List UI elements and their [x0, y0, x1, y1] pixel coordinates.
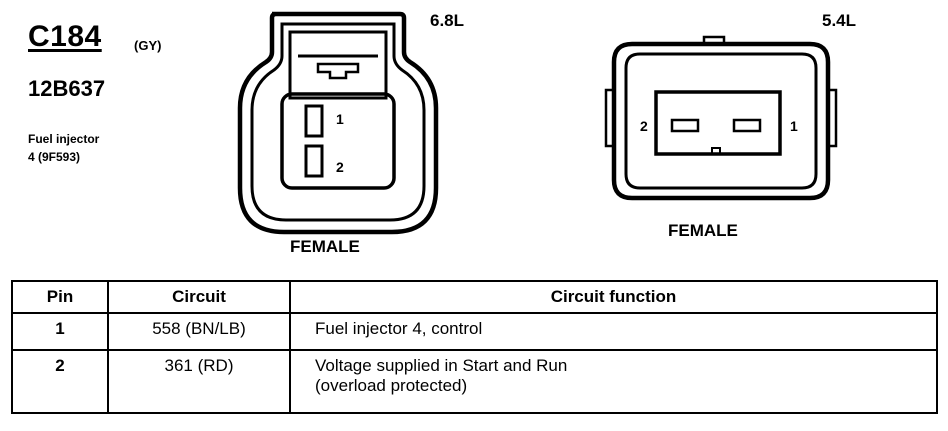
- connector-5-4l-key-notch: [711, 147, 721, 155]
- connector-5-4l-face: [654, 90, 782, 156]
- connector-6-8l-pin-label-2: 2: [336, 159, 344, 175]
- component-name: Fuel injector 4 (9F593): [28, 130, 99, 166]
- connector-5-4l-pin-label-1: 1: [790, 118, 798, 134]
- wire-color-code: (GY): [134, 38, 162, 53]
- connector-5-4l-cavity-1: [732, 118, 762, 133]
- connector-5-4l-right-rib: [826, 88, 838, 148]
- circuit-function-line1: Voltage supplied in Start and Run: [315, 356, 568, 375]
- pin-number: 2: [11, 349, 109, 414]
- component-name-line1: Fuel injector: [28, 132, 100, 146]
- circuit-function-line1: Fuel injector 4, control: [315, 319, 483, 338]
- pinout-header-row: Pin Circuit Circuit function: [11, 280, 938, 314]
- connector-id: C184: [28, 20, 102, 53]
- table-row: 1 558 (BN/LB) Fuel injector 4, control: [11, 312, 938, 351]
- connector-5-4l-gender-label: FEMALE: [668, 221, 738, 240]
- connector-6-8l-inner-shell: [250, 22, 426, 222]
- connector-6-8l-pin-label-1: 1: [336, 111, 344, 127]
- connector-6-8l-drawing: [237, 11, 439, 235]
- circuit-function: Fuel injector 4, control: [289, 312, 938, 351]
- part-number: 12B637: [28, 76, 106, 101]
- connector-6-8l-cavity-1: [304, 104, 324, 138]
- header-circuit-function: Circuit function: [289, 280, 938, 314]
- connector-6-8l-latch-tab: [316, 62, 360, 80]
- connector-6-8l-engine-label: 6.8L: [430, 11, 464, 30]
- header-pin: Pin: [11, 280, 109, 314]
- circuit-function: Voltage supplied in Start and Run (overl…: [289, 349, 938, 414]
- connector-5-4l-cavity-2: [670, 118, 700, 133]
- table-row: 2 361 (RD) Voltage supplied in Start and…: [11, 349, 938, 414]
- connector-6-8l-latch: [288, 30, 388, 100]
- connector-5-4l-pin-label-2: 2: [640, 118, 648, 134]
- circuit-function-line2: (overload protected): [315, 376, 468, 395]
- circuit-code: 558 (BN/LB): [107, 312, 291, 351]
- connector-5-4l-top-key: [702, 35, 726, 46]
- connector-5-4l-inner-shell: [624, 52, 818, 190]
- connector-6-8l-cavity-2: [304, 144, 324, 178]
- connector-5-4l-engine-label: 5.4L: [822, 11, 856, 30]
- connector-5-4l-left-rib: [604, 88, 616, 148]
- header-circuit: Circuit: [107, 280, 291, 314]
- circuit-code: 361 (RD): [107, 349, 291, 414]
- pin-number: 1: [11, 312, 109, 351]
- pinout-table: Pin Circuit Circuit function 1 558 (BN/L…: [11, 280, 938, 414]
- component-name-line2: 4 (9F593): [28, 150, 81, 164]
- connector-diagram: 1 2 6.8L FEMALE 2 1 5.4L FEMALE: [237, 11, 856, 256]
- connector-6-8l-gender-label: FEMALE: [290, 237, 360, 256]
- connector-5-4l-drawing: [604, 35, 838, 201]
- connector-6-8l-outer-shell: [237, 11, 439, 235]
- connector-5-4l-outer-shell: [611, 41, 831, 201]
- connector-6-8l-face: [280, 92, 396, 190]
